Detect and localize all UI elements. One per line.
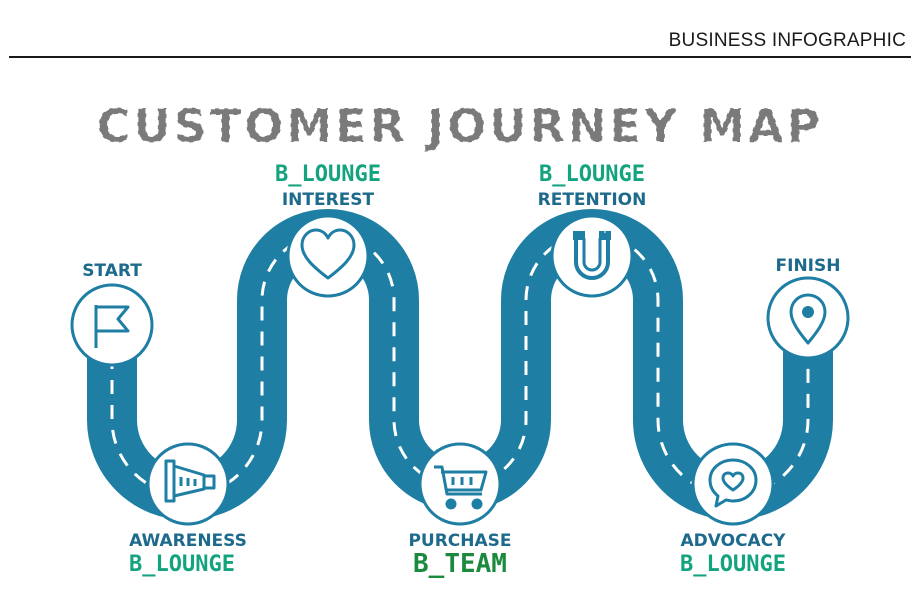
stage-owner: B_LOUNGE xyxy=(539,162,645,187)
stage-owner: B_LOUNGE xyxy=(680,552,786,577)
map-title: CUSTOMER JOURNEY MAP xyxy=(97,99,824,153)
magnet-icon xyxy=(573,231,611,280)
stage-name: ADVOCACY xyxy=(681,531,787,551)
stage-retention: B_LOUNGE RETENTION xyxy=(538,162,647,298)
speech-bubble-heart-icon xyxy=(708,458,758,508)
location-pin-icon xyxy=(789,293,827,345)
stage-interest: B_LOUNGE INTEREST xyxy=(275,162,381,298)
stage-start: START xyxy=(70,261,154,367)
stage-name: RETENTION xyxy=(538,190,647,210)
megaphone-icon xyxy=(164,459,216,503)
stage-name: PURCHASE xyxy=(408,531,511,551)
stage-name: START xyxy=(82,261,142,281)
header-label: BUSINESS INFOGRAPHIC xyxy=(668,30,906,51)
stage-finish: FINISH xyxy=(766,256,850,360)
stage-owner: B_LOUNGE xyxy=(275,162,381,187)
stage-awareness: AWARENESS B_LOUNGE xyxy=(129,442,247,577)
map-title-stitching: CUSTOMER JOURNEY MAP xyxy=(97,99,824,153)
heart-icon xyxy=(300,228,356,280)
stage-name: INTEREST xyxy=(282,190,375,210)
stage-advocacy: ADVOCACY B_LOUNGE xyxy=(680,442,787,577)
stage-owner: B_TEAM xyxy=(413,549,507,579)
flag-icon xyxy=(94,305,130,348)
shopping-cart-icon xyxy=(434,465,488,510)
stage-name: FINISH xyxy=(776,256,841,276)
stage-owner: B_LOUNGE xyxy=(129,552,235,577)
header-divider xyxy=(9,56,911,58)
stage-name: AWARENESS xyxy=(129,531,247,551)
stage-purchase: PURCHASE B_TEAM xyxy=(408,442,512,579)
